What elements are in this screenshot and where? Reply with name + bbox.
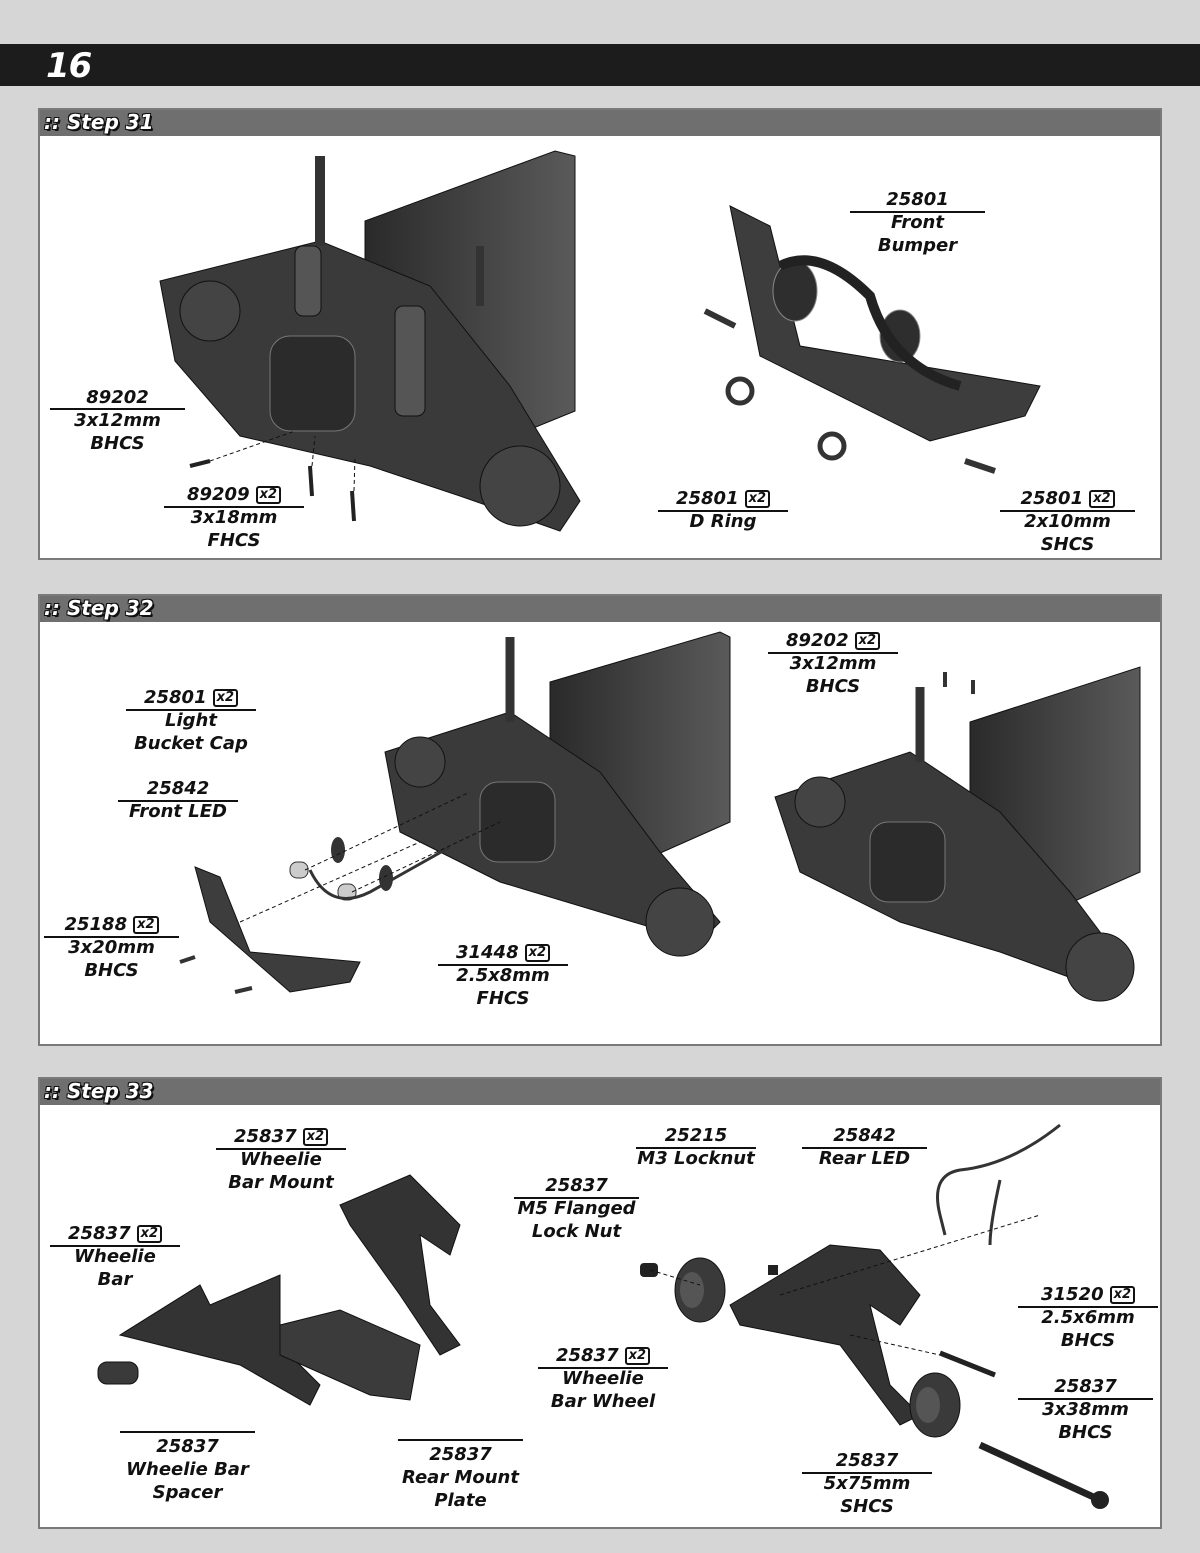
step-31-panel: :: Step 31 [38,108,1162,560]
step-32-panel: :: Step 32 [38,594,1162,1046]
step-33-header: :: Step 33 [40,1079,1160,1105]
wheelie-bar-parts [97,1123,1109,1509]
front-bumper-with-led [179,837,451,994]
part-label: 25215 M3 Locknut [637,1125,755,1169]
quantity-badge: x2 [1109,1286,1136,1304]
front-bumper-part [703,205,1041,474]
step-32-illustration [179,631,1141,1002]
step-title: :: Step 32 [44,596,154,620]
quantity-badge: x2 [255,486,282,504]
step-32-header: :: Step 32 [40,596,1160,622]
quantity-badge: x2 [624,1347,651,1365]
quantity-badge: x2 [1089,490,1115,508]
quantity-badge: x2 [212,689,239,707]
step-31-illustration [159,150,1041,532]
step-31-header: :: Step 31 [40,110,1160,136]
step-33-panel: :: Step 33 [38,1077,1162,1529]
quantity-badge: x2 [524,944,551,962]
step-33-illustration [97,1123,1109,1509]
step-title: :: Step 33 [44,1079,154,1103]
quantity-badge: x2 [302,1128,329,1146]
chassis-assembled-view [774,666,1141,1002]
part-label: 25842 Rear LED [818,1125,911,1169]
quantity-badge: x2 [744,490,771,508]
step-title: :: Step 31 [44,110,154,134]
page-header-bar [0,44,1200,86]
chassis-exploded-view [384,631,731,957]
front-chassis-assembly [159,150,581,532]
quantity-badge: x2 [133,916,159,934]
page-number: 16 [46,46,92,86]
part-label: 25842 Front LED [129,778,227,822]
quantity-badge: x2 [136,1225,163,1243]
quantity-badge: x2 [854,632,881,650]
